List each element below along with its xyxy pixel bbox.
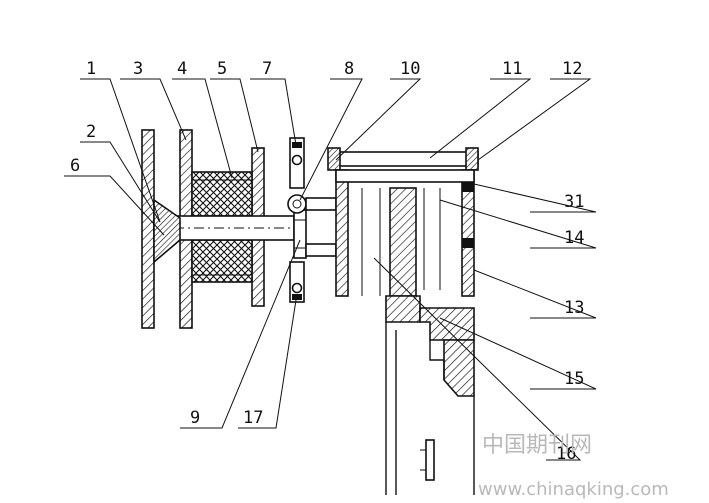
label-17: 17 [243, 408, 263, 428]
part-4-core-lower [191, 239, 253, 283]
label-10: 10 [400, 59, 420, 79]
part-16-disc [389, 187, 417, 297]
part-12-nut [465, 147, 479, 171]
leader-lines [64, 78, 597, 461]
part-11-rod [333, 151, 479, 167]
watermark-cn: 中国期刊网 [482, 433, 592, 458]
label-1: 1 [86, 59, 96, 79]
label-7: 7 [262, 59, 272, 79]
label-8: 8 [344, 59, 354, 79]
housing-left-wall [335, 169, 349, 297]
label-4: 4 [177, 59, 187, 79]
part-15-stand [385, 295, 421, 323]
part-6-cone [153, 198, 181, 264]
label-9: 9 [190, 408, 200, 428]
label-14: 14 [564, 228, 584, 248]
part-4-core-upper [191, 171, 253, 217]
label-31: 31 [564, 192, 584, 212]
part-10-nut [327, 147, 341, 171]
label-3: 3 [133, 59, 143, 79]
label-5: 5 [217, 59, 227, 79]
label-6: 6 [70, 156, 80, 176]
label-2: 2 [86, 122, 96, 142]
label-15: 15 [564, 369, 584, 389]
label-16: 16 [556, 444, 576, 464]
part-17-bracket [289, 261, 305, 303]
housing-top-flange [335, 169, 475, 183]
part-1-plate [141, 129, 155, 329]
label-12: 12 [562, 59, 582, 79]
part-8-roller [287, 194, 307, 214]
label-11: 11 [502, 59, 522, 79]
label-13: 13 [564, 298, 584, 318]
watermark-url: www.chinaqking.com [478, 479, 669, 500]
